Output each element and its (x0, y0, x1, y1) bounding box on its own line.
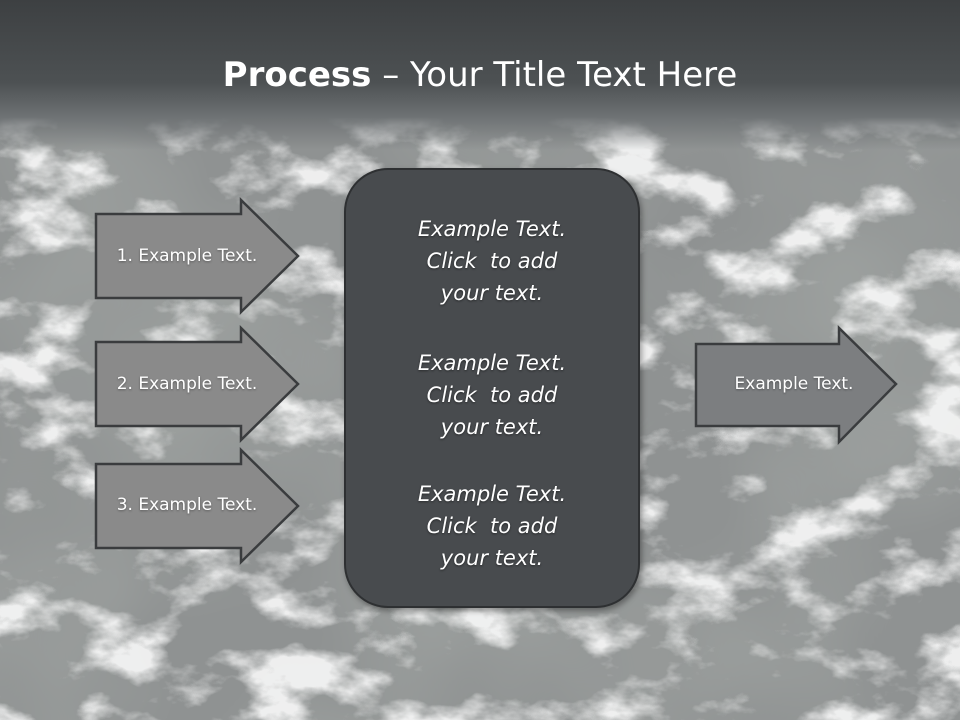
center-text-box[interactable]: Example Text. Click to add your text. Ex… (344, 168, 640, 608)
center-text-line: your text. (440, 546, 544, 570)
center-text-block-2: Example Text. Click to add your text. (346, 347, 638, 443)
result-arrow[interactable]: Example Text. (694, 325, 900, 446)
page-title: Process – Your Title Text Here (0, 50, 960, 100)
center-text-line: Click to add (426, 249, 558, 273)
title-dash: – (371, 55, 411, 95)
center-text-line: your text. (440, 415, 544, 439)
process-arrow-2[interactable]: 2. Example Text. (94, 325, 300, 443)
center-text-line: Example Text. (417, 351, 567, 375)
center-text-line: Click to add (426, 383, 558, 407)
arrow-label: 1. Example Text. (116, 246, 258, 266)
right-arrow-shape (94, 197, 300, 315)
right-arrow-shape (94, 325, 300, 443)
right-arrow-shape (694, 325, 898, 446)
process-arrow-3[interactable]: 3. Example Text. (94, 447, 300, 565)
arrow-label: 2. Example Text. (116, 374, 258, 394)
center-text-line: Click to add (426, 514, 558, 538)
right-arrow-shape (94, 447, 300, 565)
title-rest: Your Title Text Here (410, 55, 738, 95)
title-bar (0, 0, 960, 150)
center-text-block-1: Example Text. Click to add your text. (346, 213, 638, 309)
center-text-line: your text. (440, 281, 544, 305)
title-bold: Process (222, 55, 372, 95)
process-arrow-1[interactable]: 1. Example Text. (94, 197, 300, 315)
center-text-block-3: Example Text. Click to add your text. (346, 478, 638, 574)
arrow-label: Example Text. (734, 374, 854, 394)
center-text-line: Example Text. (417, 482, 567, 506)
center-text-line: Example Text. (417, 217, 567, 241)
arrow-label: 3. Example Text. (116, 495, 258, 515)
